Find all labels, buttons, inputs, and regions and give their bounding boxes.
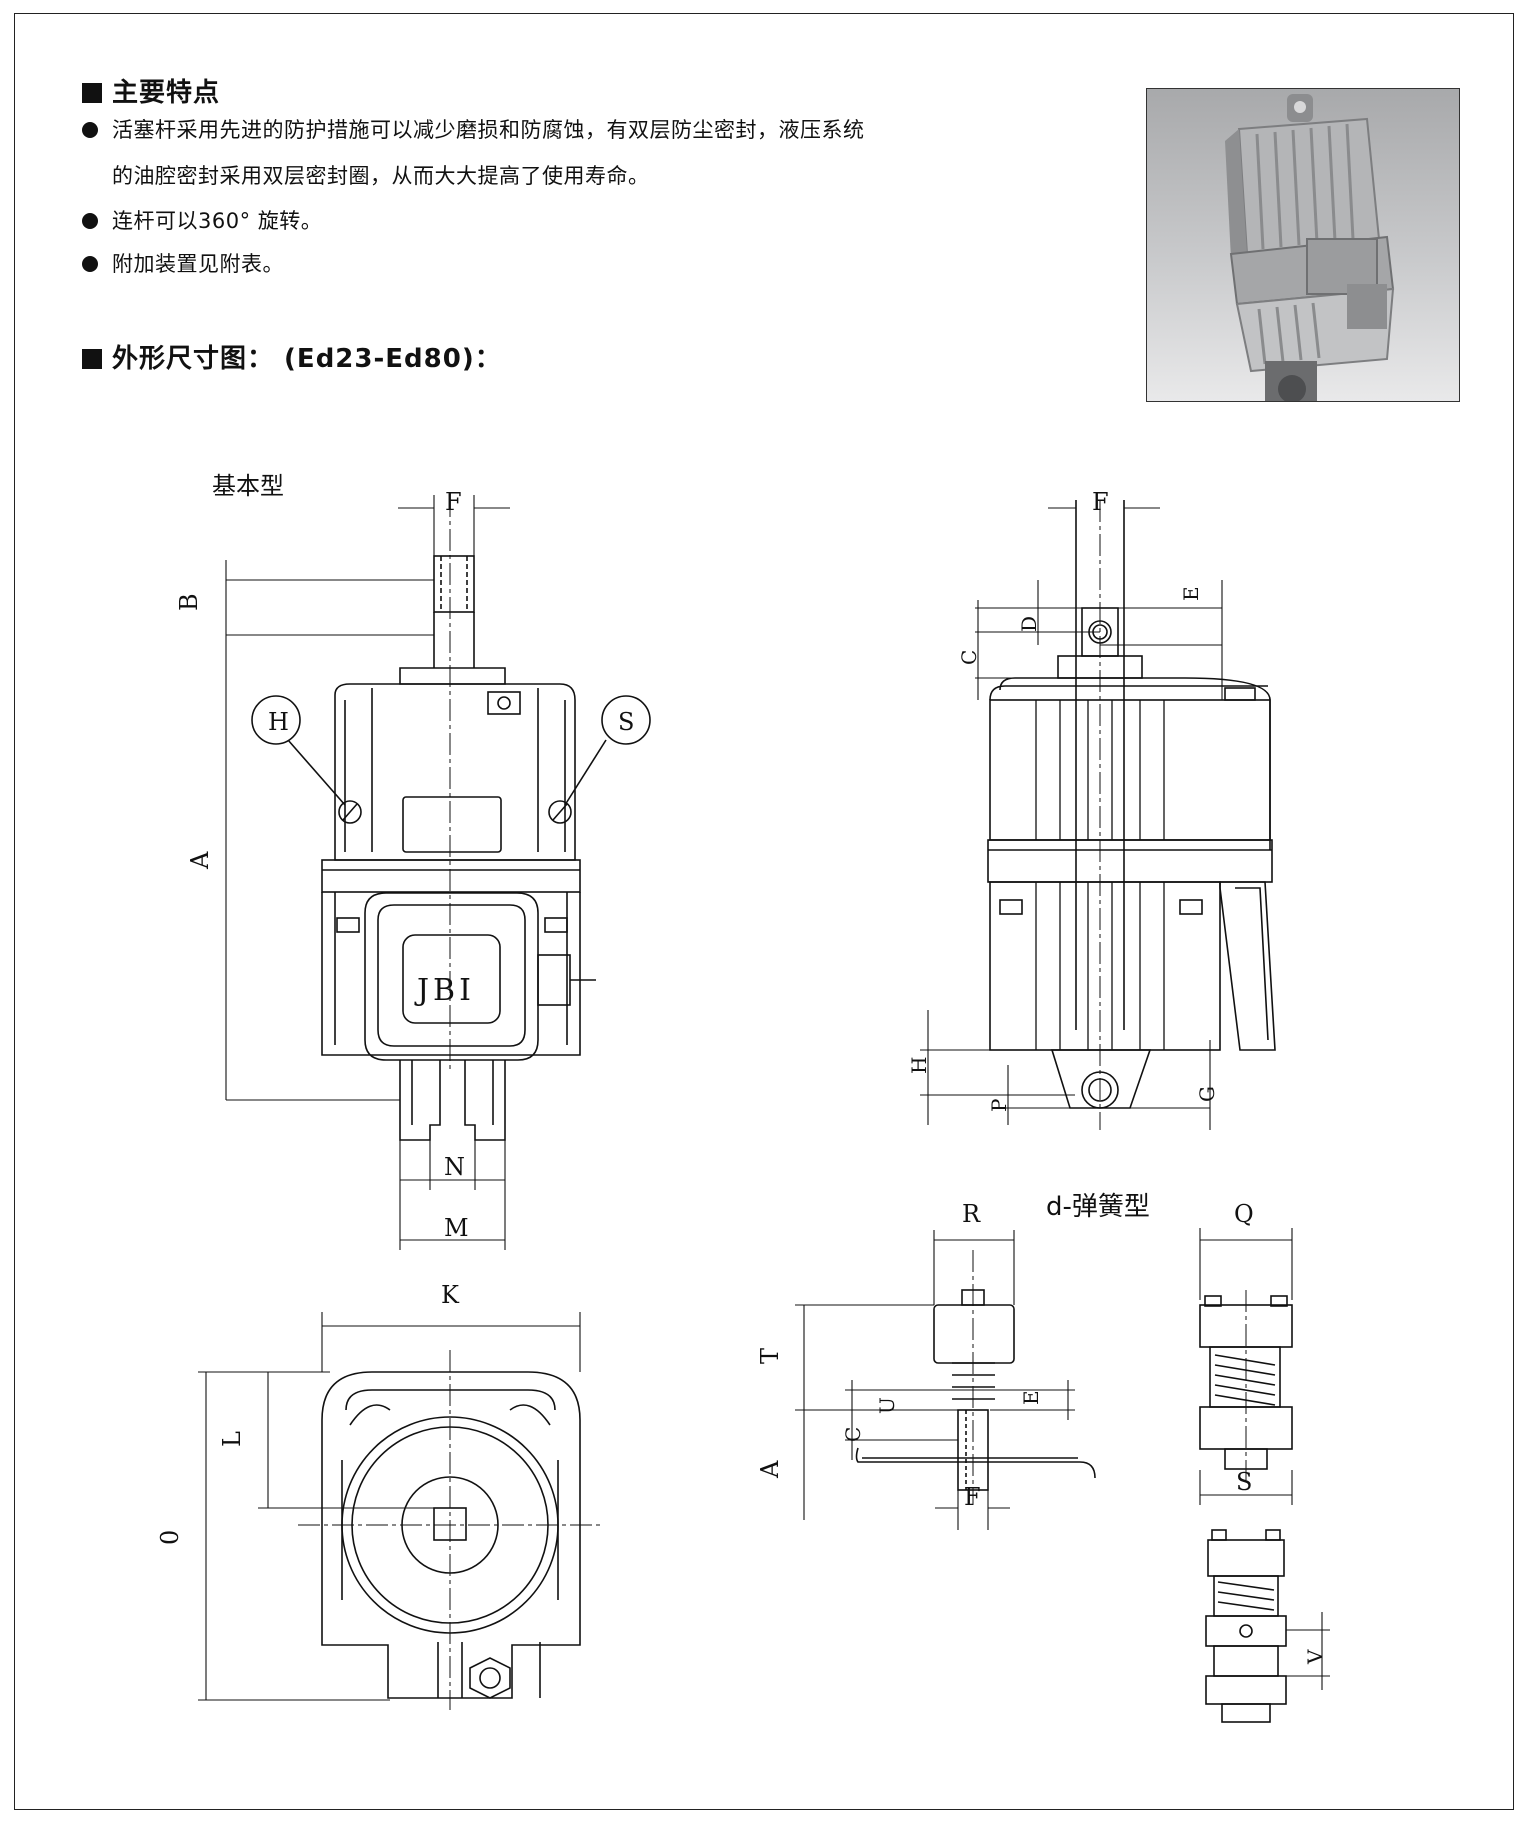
dim-E-spring: E [1019, 1390, 1043, 1405]
top-view [298, 1350, 600, 1710]
feature-bullet-3: 附加装置见附表。 [82, 248, 284, 278]
heading-square-icon [82, 349, 102, 369]
spring-assembly-dimensions [1199, 1228, 1330, 1690]
dim-N: N [444, 1153, 465, 1181]
callout-S: S [618, 708, 634, 736]
feature-text: 活塞杆采用先进的防护措施可以减少磨损和防腐蚀，有双层防尘密封，液压系统 [112, 118, 865, 142]
spring-assembly-view [1199, 1290, 1293, 1723]
features-title: 主要特点 [112, 78, 221, 108]
dimension-heading: 外形尺寸图： (Ed23-Ed80)： [82, 338, 502, 375]
dim-K: K [441, 1281, 460, 1309]
dimension-title: 外形尺寸图： (Ed23-Ed80)： [112, 344, 502, 374]
feature-text: 附加装置见附表。 [112, 252, 284, 276]
dim-C-side: C [957, 650, 981, 665]
spring-dimensions [795, 1230, 1075, 1530]
dim-U: U [875, 1397, 899, 1414]
nameplate-text: JBI [414, 973, 475, 1008]
dim-Q: Q [1234, 1200, 1254, 1228]
dim-P: P [987, 1099, 1011, 1112]
dim-V: V [1303, 1649, 1327, 1665]
dim-G: G [1195, 1086, 1219, 1102]
dim-R: R [962, 1200, 981, 1228]
dim-H-side: H [907, 1057, 931, 1074]
page-frame [14, 13, 1514, 1810]
spring-section-view [855, 1250, 1096, 1505]
front-dimensions [225, 495, 510, 1250]
feature-bullet-2: 连杆可以360° 旋转。 [82, 205, 322, 235]
dim-D: D [1017, 616, 1041, 632]
basic-type-label: 基本型 [212, 472, 284, 500]
dim-T: T [756, 1348, 784, 1364]
dim-M: M [444, 1214, 469, 1242]
dim-O: 0 [156, 1530, 184, 1545]
dim-F-side: F [1092, 488, 1109, 516]
top-dimensions [198, 1312, 581, 1701]
bullet-dot-icon [82, 213, 98, 229]
heading-square-icon [82, 83, 102, 103]
side-view [987, 500, 1276, 1130]
dim-B: B [175, 593, 203, 611]
dim-A: A [186, 851, 214, 870]
front-view [251, 495, 651, 1141]
side-dimensions [920, 507, 1223, 1130]
dim-E-side: E [1179, 586, 1203, 601]
product-photo [1146, 88, 1460, 402]
dimension-labels: F B A H S JBI N M F D E C H P G K L 0 R … [156, 488, 1327, 1665]
spring-type-label: d-弹簧型 [1046, 1192, 1150, 1222]
feature-bullet-1-continued: 的油腔密封采用双层密封圈，从而大大提高了使用寿命。 [112, 164, 650, 188]
dim-C-spring: C [841, 1427, 865, 1442]
dim-S-spring: S [1236, 1468, 1252, 1496]
dim-A-spring: A [756, 1460, 784, 1479]
dim-F-front: F [445, 488, 462, 516]
thruster-photo-illustration [1225, 94, 1395, 401]
feature-text: 连杆可以360° 旋转。 [112, 209, 323, 233]
dim-L: L [218, 1431, 246, 1447]
feature-bullet-1: 活塞杆采用先进的防护措施可以减少磨损和防腐蚀，有双层防尘密封，液压系统 [82, 114, 865, 144]
dim-F-spring: F [964, 1483, 981, 1511]
bullet-dot-icon [82, 256, 98, 272]
callout-H: H [268, 708, 289, 736]
bullet-dot-icon [82, 122, 98, 138]
features-heading: 主要特点 [82, 72, 220, 109]
